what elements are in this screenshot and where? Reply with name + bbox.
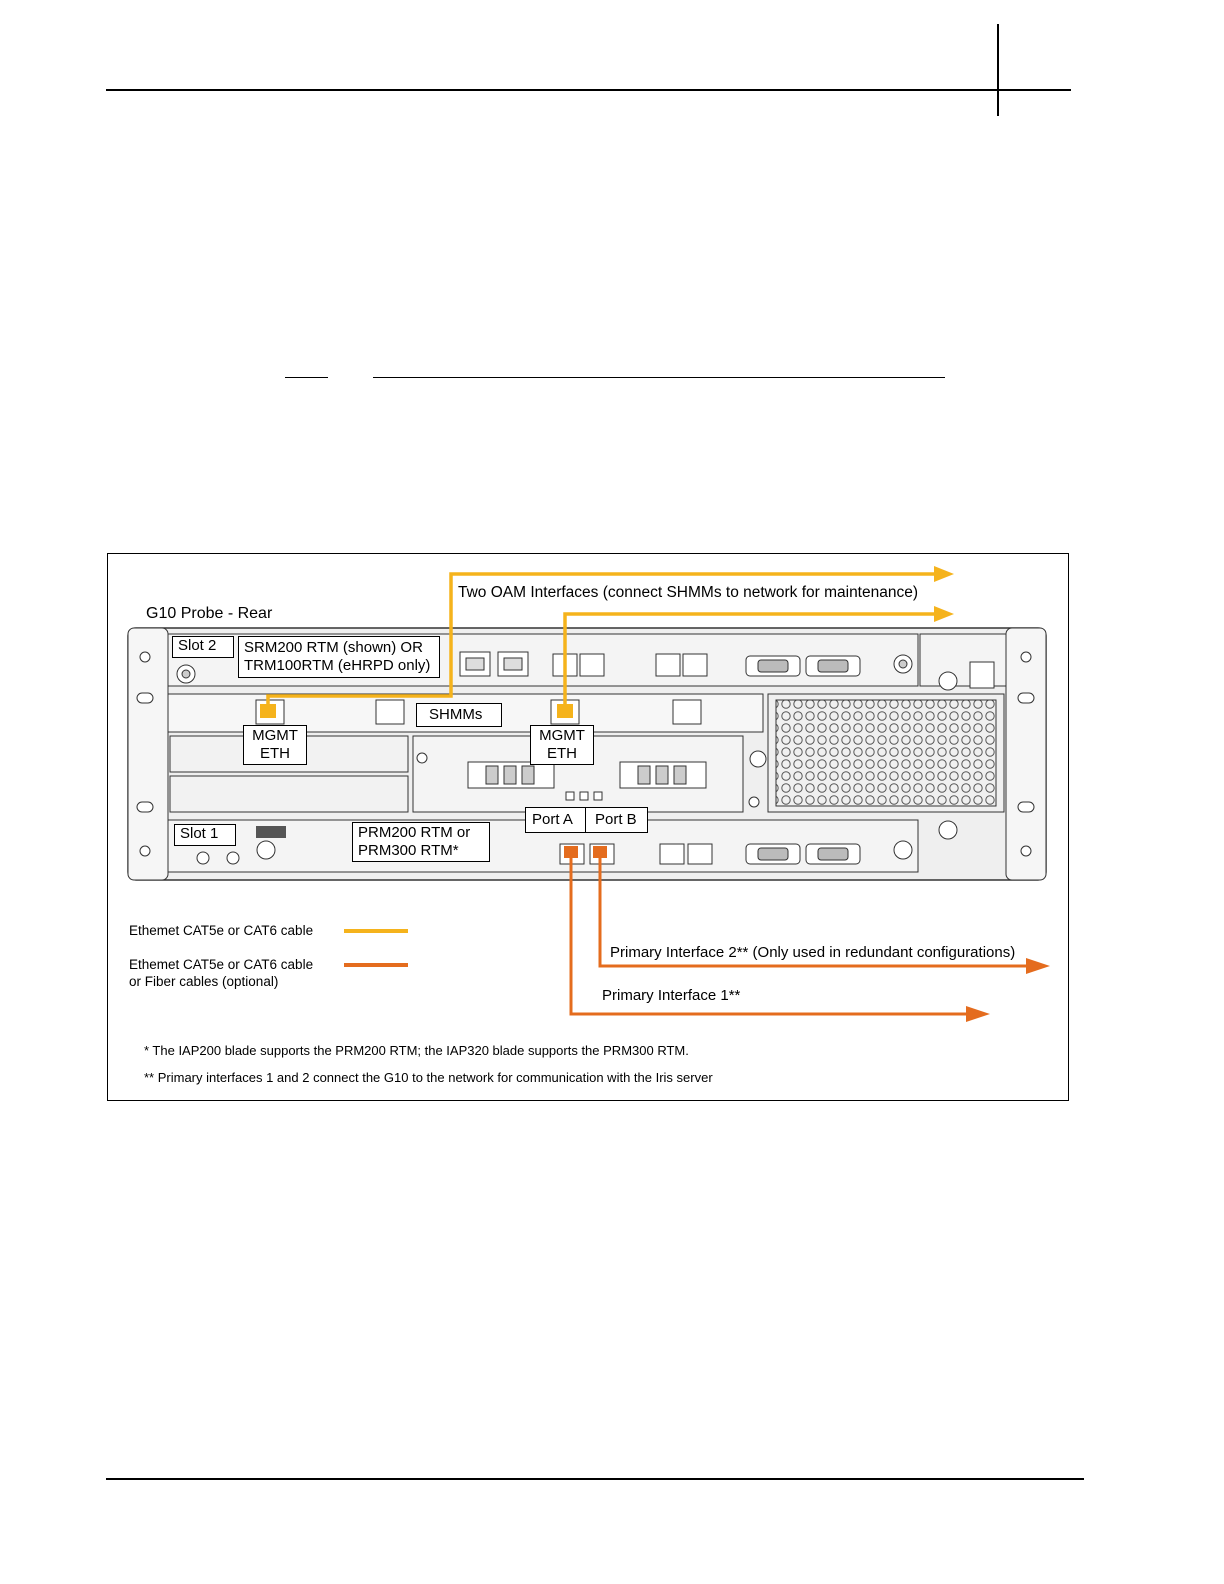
mount-slot <box>136 692 154 704</box>
indicator <box>593 791 603 801</box>
db-connector <box>817 659 849 673</box>
footnote-1: * The IAP200 blade supports the PRM200 R… <box>144 1043 689 1058</box>
mount-slot <box>136 801 154 813</box>
sfp-port <box>655 653 681 677</box>
sfp-port <box>687 843 713 865</box>
mgmt-right-line2: ETH <box>547 745 577 762</box>
primary1-arrow <box>966 1006 990 1022</box>
slot2-desc-line1: SRM200 RTM (shown) OR <box>244 639 423 656</box>
mgmt-eth-right-label: MGMT ETH <box>530 725 594 765</box>
rj45-port <box>465 657 485 671</box>
g10-rear-diagram: G10 Probe - Rear Two OAM Interfaces (con… <box>107 553 1069 1101</box>
rack-ear-left <box>127 627 169 881</box>
slot1-desc-line2: PRM300 RTM* <box>358 842 459 859</box>
port-blank <box>375 699 405 725</box>
sfp-port <box>682 653 708 677</box>
label-plate <box>256 826 286 838</box>
db-connector <box>817 847 849 861</box>
indicator <box>579 791 589 801</box>
slot1-desc-line1: PRM200 RTM or <box>358 824 471 841</box>
slot1-description: PRM200 RTM or PRM300 RTM* <box>352 822 490 862</box>
power-connector-pin <box>655 765 669 785</box>
mgmt-left-line1: MGMT <box>252 727 298 744</box>
screw <box>893 840 913 860</box>
power-connector-pin <box>521 765 535 785</box>
screw <box>256 840 276 860</box>
screw <box>749 750 767 768</box>
footnote-2: ** Primary interfaces 1 and 2 connect th… <box>144 1070 713 1085</box>
slot2-desc-line2: TRM100RTM (eHRPD only) <box>244 657 431 674</box>
legend-yellow-label: Ethemet CAT5e or CAT6 cable <box>129 923 314 938</box>
header-vertical-rule <box>997 24 999 116</box>
mount-hole <box>139 651 151 663</box>
sfp-port <box>659 843 685 865</box>
mount-slot <box>1017 801 1035 813</box>
oam-cable-right <box>563 612 936 712</box>
slot2-description: SRM200 RTM (shown) OR TRM100RTM (eHRPD o… <box>238 636 440 678</box>
power-connector-pin <box>503 765 517 785</box>
primary-interface-2-label: Primary Interface 2** (Only used in redu… <box>610 944 1016 961</box>
port-b-plug <box>593 846 607 858</box>
screw <box>748 796 760 808</box>
oam-label: Two OAM Interfaces (connect SHMMs to net… <box>458 584 919 601</box>
screw <box>938 671 958 691</box>
screw <box>938 820 958 840</box>
indicator <box>565 791 575 801</box>
mgmt-eth-left-label: MGMT ETH <box>243 725 307 765</box>
primary2-arrow <box>1026 958 1050 974</box>
filler-panel <box>169 775 409 813</box>
mgmt-plug-right <box>557 704 573 718</box>
mount-hole <box>1020 651 1032 663</box>
rj45-port <box>503 657 523 671</box>
oam-arrow-top <box>934 566 954 582</box>
mount-hole <box>139 845 151 857</box>
power-connector-pin <box>637 765 651 785</box>
screw <box>416 752 428 764</box>
db-connector <box>757 659 789 673</box>
oam-cable-left <box>266 572 936 712</box>
power-connector-pin <box>485 765 499 785</box>
oam-arrow-second <box>934 606 954 622</box>
screw <box>226 851 240 865</box>
legend-orange-label-line2: or Fiber cables (optional) <box>129 974 279 989</box>
sfp-port <box>579 653 605 677</box>
diagram-title: G10 Probe - Rear <box>146 605 273 622</box>
db-connector <box>757 847 789 861</box>
port-b-label: Port B <box>585 807 648 833</box>
mount-slot <box>1017 692 1035 704</box>
header-rule <box>106 89 1071 91</box>
fan-grille <box>775 699 997 807</box>
slot1-label: Slot 1 <box>174 824 236 846</box>
screw <box>196 851 210 865</box>
port-a-plug <box>564 846 578 858</box>
port-a-label: Port A <box>525 807 586 833</box>
screw <box>898 659 908 669</box>
link-underline-short <box>285 377 328 378</box>
power-connector-pin <box>673 765 687 785</box>
slot2-label: Slot 2 <box>172 636 234 658</box>
footer-rule <box>106 1478 1084 1480</box>
mgmt-plug-left <box>260 704 276 718</box>
primary-interface-1-label: Primary Interface 1** <box>602 987 741 1004</box>
legend-orange-label-line1: Ethemet CAT5e or CAT6 cable <box>129 957 314 972</box>
mount-hole <box>1020 845 1032 857</box>
port-blank <box>672 699 702 725</box>
link-underline-long <box>373 377 945 378</box>
primary1-cable <box>569 852 968 1016</box>
primary2-cable <box>598 852 1028 968</box>
screw <box>181 669 191 679</box>
shmms-label: SHMMs <box>416 703 502 727</box>
mgmt-right-line1: MGMT <box>539 727 585 744</box>
right-module-latch <box>969 661 995 689</box>
rack-ear-right <box>1005 627 1047 881</box>
mgmt-left-line2: ETH <box>260 745 290 762</box>
